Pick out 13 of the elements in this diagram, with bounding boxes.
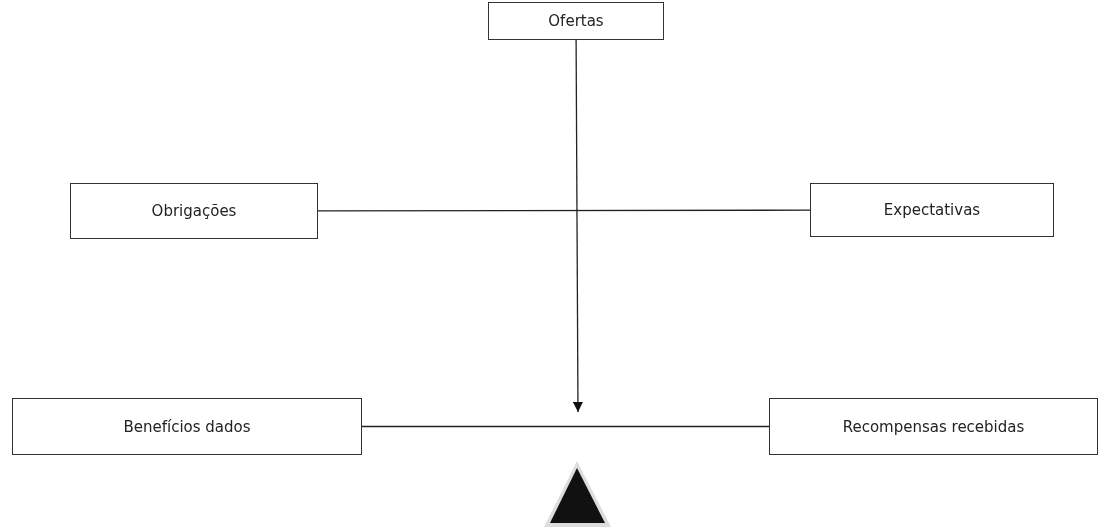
box-label: Expectativas [883, 201, 981, 219]
box-label: Benefícios dados [123, 417, 251, 436]
label-box [769, 398, 1098, 455]
arrow [572, 39, 583, 413]
label-box [810, 183, 1054, 237]
box-label: Ofertas [548, 12, 604, 30]
box-label: Recompensas recebidas [842, 417, 1025, 436]
connector-line [317, 209, 811, 212]
connector-line [361, 425, 770, 428]
label-box [12, 398, 362, 455]
label-box [70, 183, 318, 239]
box-label: Obrigações [151, 202, 237, 220]
label-box [488, 2, 664, 40]
